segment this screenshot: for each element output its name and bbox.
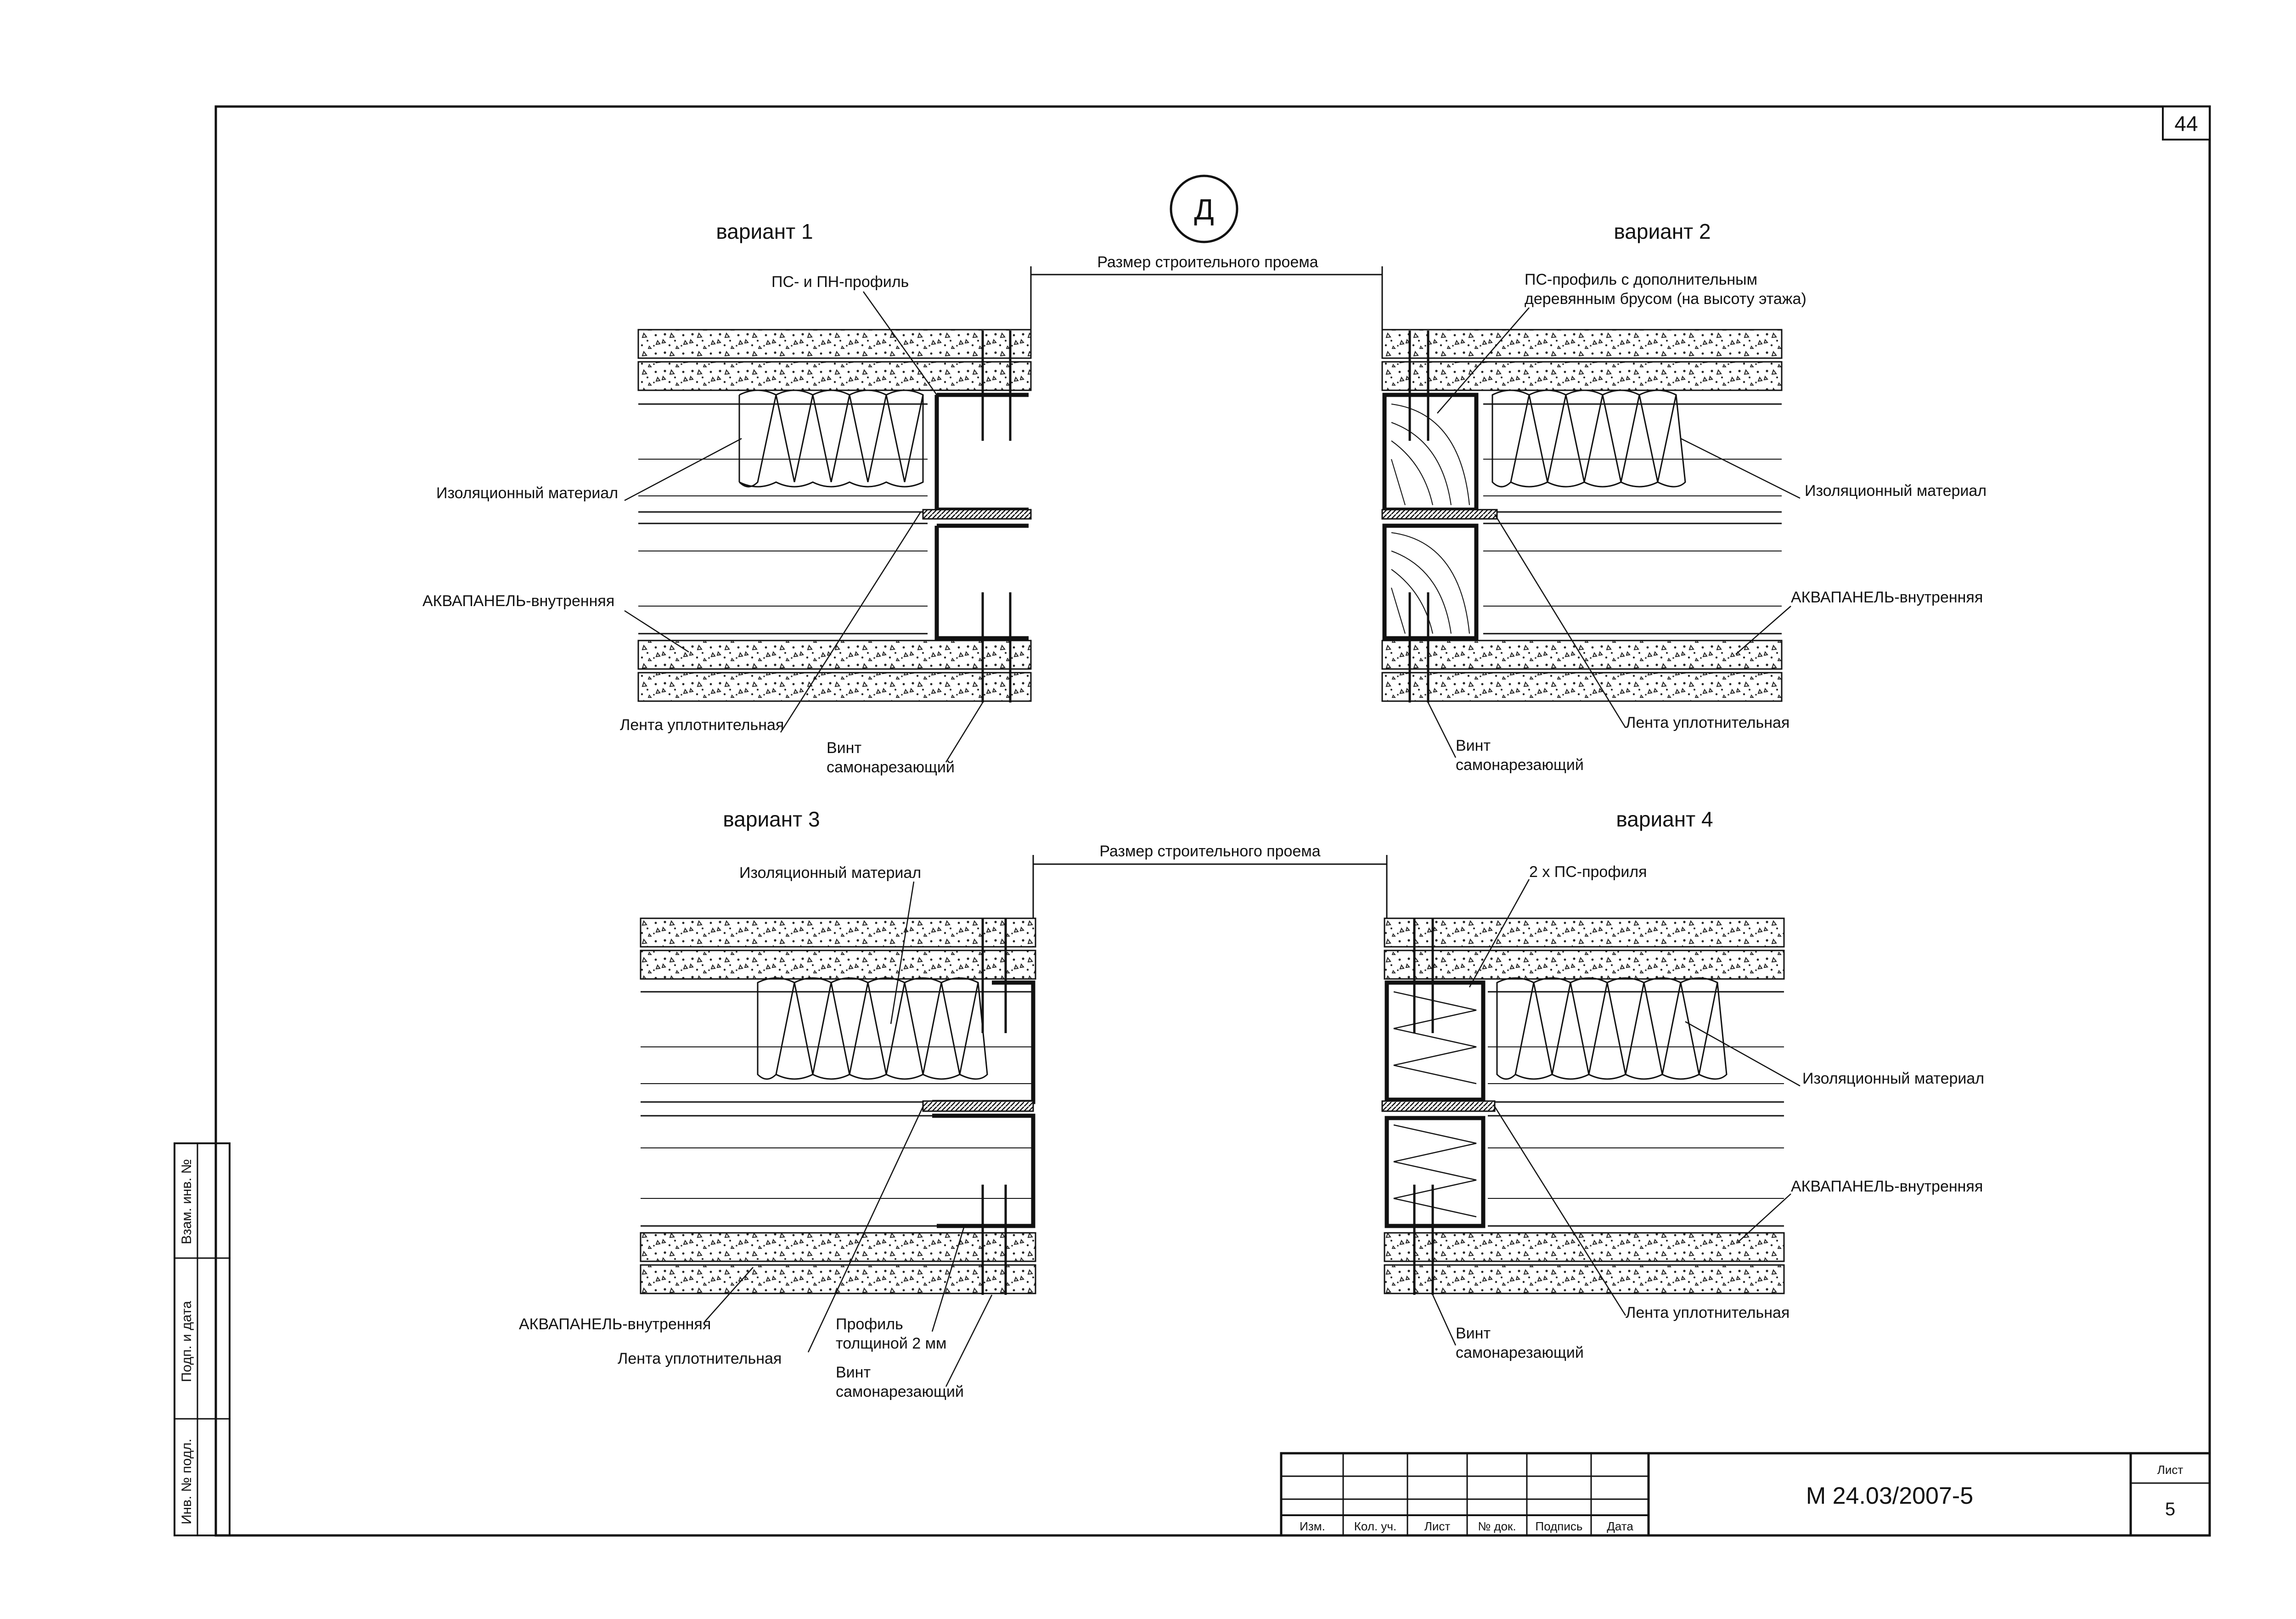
variant-4: вариант 4 2 х ПС-профиля Изоляционный ма… bbox=[1381, 807, 1984, 1361]
variant-1: вариант 1 Размер строительного проема bbox=[422, 219, 1383, 776]
panel-layer bbox=[637, 361, 1032, 391]
panel-layer bbox=[640, 950, 1036, 980]
v2-screw-label-2: самонарезающий bbox=[1456, 756, 1584, 774]
v2-tape-label: Лента уплотнительная bbox=[1626, 714, 1790, 731]
variant-2-title: вариант 2 bbox=[1614, 219, 1711, 243]
side-stamp: Взам. инв. № Подп. и дата Инв. № подл. bbox=[174, 1142, 231, 1536]
opening-label-top: Размер строительного проема bbox=[1097, 253, 1318, 271]
v4-insulation-label: Изоляционный материал bbox=[1802, 1070, 1984, 1087]
v4-profile-label: 2 х ПС-профиля bbox=[1529, 863, 1647, 881]
variant-4-title: вариант 4 bbox=[1616, 807, 1713, 831]
profile-shape bbox=[1382, 523, 1479, 641]
side-stamp-field-2: Подп. и дата bbox=[179, 1301, 194, 1382]
col-izm: Изм. bbox=[1300, 1519, 1325, 1533]
side-stamp-field-3: Инв. № подл. bbox=[179, 1439, 194, 1524]
v1-screw-label-2: самонарезающий bbox=[827, 759, 955, 776]
title-block: Изм. Кол. уч. Лист № док. Подпись Дата М… bbox=[1280, 1452, 2211, 1537]
v1-insulation-label: Изоляционный материал bbox=[436, 484, 618, 502]
sealing-tape bbox=[922, 1100, 1034, 1112]
v2-screw-label-1: Винт bbox=[1456, 737, 1491, 754]
panel-layer bbox=[1381, 361, 1783, 391]
v1-tape-label: Лента уплотнительная bbox=[620, 716, 784, 734]
v4-tape-label: Лента уплотнительная bbox=[1626, 1304, 1790, 1321]
v3-profile-label-1: Профиль bbox=[836, 1315, 903, 1333]
panel-layer bbox=[640, 917, 1036, 948]
v4-screw-label-2: самонарезающий bbox=[1456, 1344, 1584, 1361]
variant-1-title: вариант 1 bbox=[716, 219, 813, 243]
v3-tape-label: Лента уплотнительная bbox=[618, 1350, 782, 1367]
v1-screw-label-1: Винт bbox=[827, 739, 861, 757]
insulation-shape bbox=[738, 389, 924, 488]
profile-shape bbox=[1384, 1116, 1486, 1228]
variant-3: вариант 3 Размер строительного проема Из… bbox=[519, 807, 1388, 1400]
sheet-frame bbox=[214, 105, 2211, 1537]
col-date: Дата bbox=[1607, 1519, 1633, 1533]
v3-screw-label-1: Винт bbox=[836, 1364, 871, 1381]
sheet-label: Лист bbox=[2157, 1463, 2183, 1477]
col-list: Лист bbox=[1424, 1519, 1451, 1533]
v1-profile-label: ПС- и ПН-профиль bbox=[771, 273, 909, 291]
v3-screw-label-2: самонарезающий bbox=[836, 1383, 964, 1400]
v3-insulation-label: Изоляционный материал bbox=[739, 864, 921, 882]
v4-screw-label-1: Винт bbox=[1456, 1325, 1491, 1342]
panel-layer bbox=[1381, 329, 1783, 359]
profile-shape bbox=[1382, 393, 1479, 512]
wood-grain bbox=[1391, 404, 1470, 634]
col-sign: Подпись bbox=[1536, 1519, 1583, 1533]
sheet-number: 44 bbox=[2174, 112, 2198, 135]
section-mark: Д bbox=[1194, 193, 1214, 226]
v2-panel-label: АКВАПАНЕЛЬ-внутренняя bbox=[1791, 589, 1983, 606]
profile-shape bbox=[934, 523, 1029, 641]
v2-profile-label-1: ПС-профиль с дополнительным bbox=[1525, 271, 1757, 288]
sealing-tape bbox=[922, 509, 1032, 520]
variant-3-title: вариант 3 bbox=[723, 807, 820, 831]
v2-profile-label-2: деревянным брусом (на высоту этажа) bbox=[1525, 290, 1806, 308]
variant-2: вариант 2 ПС-профиль с дополнительным де… bbox=[1381, 219, 1986, 774]
sheet-value: 5 bbox=[2165, 1499, 2175, 1519]
profile-shape bbox=[1384, 980, 1486, 1102]
insulation-shape bbox=[1496, 977, 1728, 1080]
panel-layer bbox=[1381, 640, 1783, 670]
sheet-number-box bbox=[2162, 106, 2211, 141]
v4-panel-label: АКВАПАНЕЛЬ-внутренняя bbox=[1791, 1178, 1983, 1195]
panel-layer bbox=[1384, 917, 1785, 948]
panel-layer bbox=[637, 640, 1032, 670]
panel-layer bbox=[640, 1232, 1036, 1262]
v3-panel-label: АКВАПАНЕЛЬ-внутренняя bbox=[519, 1315, 711, 1333]
opening-label-bottom: Размер строительного проема bbox=[1099, 843, 1320, 860]
v1-panel-label: АКВАПАНЕЛЬ-внутренняя bbox=[422, 592, 614, 610]
sealing-tape bbox=[1381, 509, 1498, 520]
insulation-shape bbox=[757, 977, 988, 1080]
side-stamp-field-1: Взам. инв. № bbox=[179, 1159, 194, 1244]
profile-shape bbox=[932, 1113, 1035, 1228]
doc-code: М 24.03/2007-5 bbox=[1806, 1483, 1973, 1509]
panel-layer bbox=[1384, 950, 1785, 980]
col-doc: № док. bbox=[1478, 1519, 1516, 1533]
section-mark-circle bbox=[1170, 174, 1238, 243]
panel-layer bbox=[637, 672, 1032, 702]
insulation-shape bbox=[1491, 389, 1686, 488]
v2-insulation-label: Изоляционный материал bbox=[1805, 482, 1986, 500]
col-kol: Кол. уч. bbox=[1354, 1519, 1396, 1533]
v3-profile-label-2: толщиной 2 мм bbox=[836, 1335, 946, 1352]
sealing-tape bbox=[1381, 1100, 1496, 1112]
panel-layer bbox=[1381, 672, 1783, 702]
profile-insulation bbox=[1393, 991, 1477, 1218]
panel-layer bbox=[1384, 1232, 1785, 1262]
panel-layer bbox=[1384, 1264, 1785, 1294]
panel-layer bbox=[637, 329, 1032, 359]
